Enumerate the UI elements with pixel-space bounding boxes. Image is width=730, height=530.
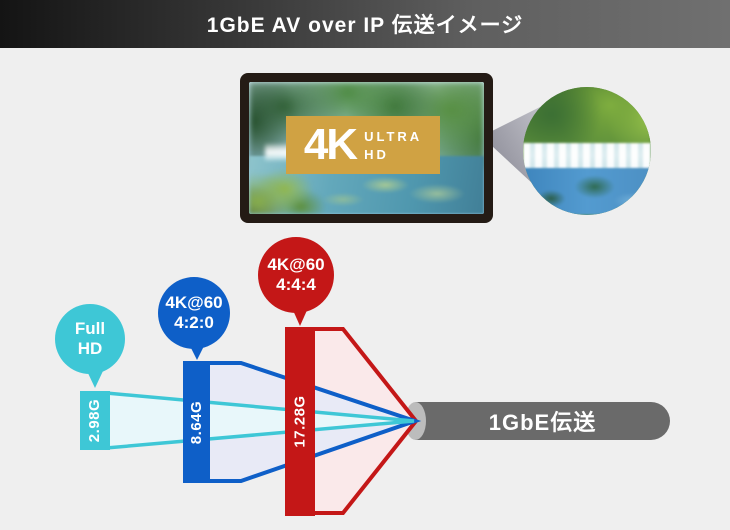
- bandwidth-value-4k420: 8.64G: [188, 400, 205, 444]
- zoom-scene-waterfall: [523, 143, 651, 171]
- bandwidth-beam-4k444: [311, 327, 419, 515]
- bandwidth-bar-fullhd: 2.98G: [80, 391, 110, 450]
- label-bubble-fullhd: Full HD: [55, 304, 125, 374]
- bubble-fullhd-line1: Full: [74, 318, 106, 338]
- zoom-scene-trees: [523, 87, 651, 149]
- 4k-ultra-hd-badge: 4K ULTRA HD: [286, 116, 440, 174]
- bubble-pointer-fullhd: [87, 371, 103, 388]
- bubble-4k420-line2: 4:2:0: [174, 313, 214, 332]
- bandwidth-value-4k444: 17.28G: [291, 395, 309, 448]
- bubble-4k444-line1: 4K@60: [267, 254, 325, 274]
- bandwidth-bar-4k420: 8.64G: [183, 361, 210, 483]
- badge-hd-text: HD: [364, 147, 389, 162]
- tv-screen: 4K ULTRA HD: [249, 82, 484, 214]
- badge-4k-text: 4K: [303, 120, 358, 169]
- bandwidth-value-fullhd: 2.98G: [86, 398, 104, 443]
- bandwidth-beam-fullhd: [104, 391, 415, 450]
- tv-monitor: 4K ULTRA HD: [240, 73, 493, 223]
- badge-ultra-text: ULTRA: [364, 129, 423, 145]
- bubble-pointer-4k444: [292, 308, 308, 326]
- zoom-scene-water: [523, 167, 651, 215]
- bubble-pointer-4k420: [189, 344, 205, 360]
- bubble-fullhd-line2: HD: [77, 339, 103, 358]
- bubble-4k444-line2: 4:4:4: [276, 275, 316, 294]
- page-title: 1GbE AV over IP 伝送イメージ: [206, 14, 524, 37]
- 1gbe-pipe: 1GbE伝送: [415, 402, 670, 440]
- bandwidth-bar-4k444: 17.28G: [285, 327, 315, 516]
- bubble-4k420-line1: 4K@60: [165, 292, 223, 312]
- pipe-label: 1GbE伝送: [488, 410, 597, 435]
- label-bubble-4k420: 4K@60 4:2:0: [158, 277, 230, 349]
- zoom-circle: [523, 87, 651, 215]
- pipe-end-cap: [405, 402, 426, 440]
- header-banner: 1GbE AV over IP 伝送イメージ: [0, 0, 730, 48]
- label-bubble-4k444: 4K@60 4:4:4: [258, 237, 334, 313]
